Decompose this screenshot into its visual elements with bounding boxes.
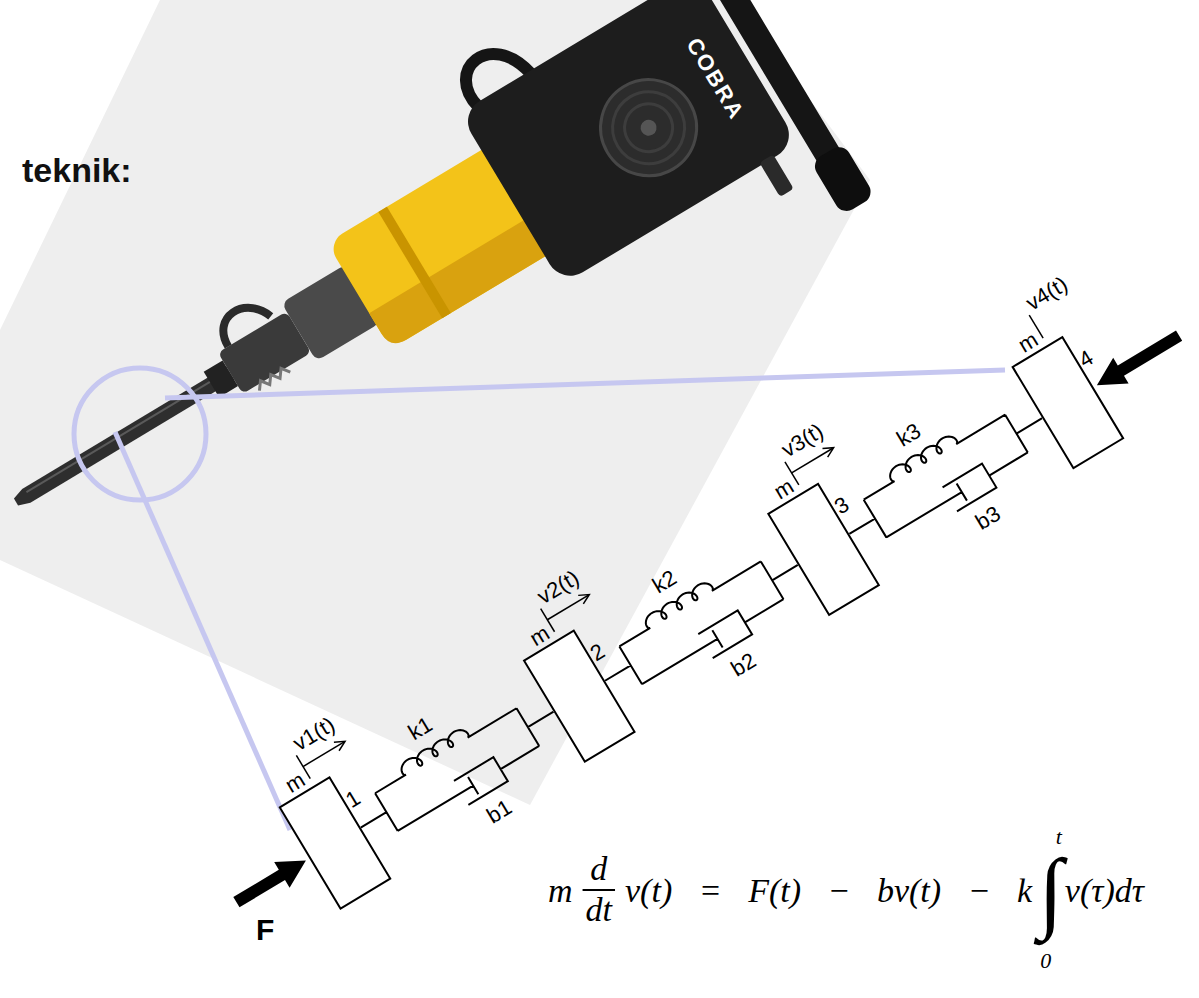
equation-term: m (548, 874, 573, 908)
retainer-latch (214, 297, 272, 347)
body-band (378, 207, 450, 318)
spring-damper-link (587, 536, 816, 712)
fan-hub (638, 117, 660, 139)
equation-term: d (590, 852, 607, 886)
latch-spring (255, 365, 290, 390)
port-number: 4 (1075, 346, 1098, 373)
zoom-circle (74, 368, 206, 500)
jackhammer-photo (0, 0, 875, 656)
equation-term: v(t) = F(t) − bv(t) − k (625, 874, 1032, 908)
damper-label: b1 (483, 795, 516, 828)
velocity-arrow-head (578, 590, 592, 604)
velocity-arrow-head (822, 443, 836, 457)
equation-term: v(τ)dτ (1065, 874, 1144, 908)
zoom-line (165, 370, 1005, 398)
throttle-lever (759, 154, 793, 197)
fan-ring (599, 78, 698, 177)
mass-block: m3 (767, 483, 880, 617)
slide-heading: teknik: (22, 150, 132, 190)
spring-damper-link (343, 683, 572, 859)
spring-label: k3 (893, 419, 925, 452)
mass-symbol: m (770, 474, 798, 504)
mass-symbol: m (1014, 327, 1042, 357)
velocity-arrow-head (334, 737, 348, 751)
chisel (12, 366, 235, 508)
integral-limit: 0 (1040, 950, 1051, 972)
chisel-highlight (26, 372, 227, 493)
zoom-line (115, 432, 290, 830)
force-label: F (256, 914, 274, 946)
mass-block: m1 (278, 776, 391, 910)
damper-label: b3 (971, 502, 1004, 535)
fraction-bar (583, 889, 615, 891)
port-number: 1 (342, 786, 365, 813)
damper-label: b2 (727, 648, 760, 681)
fan-grille (583, 62, 715, 194)
integral-limit: t (1056, 826, 1062, 848)
velocity-label: v4(t) (1022, 272, 1072, 315)
port-number: 3 (830, 492, 853, 519)
handle-grip (811, 143, 876, 216)
integral-sign: ∫ (1038, 846, 1063, 936)
spring-damper-link (832, 389, 1061, 565)
equation-term: dt (586, 893, 612, 927)
fan-ring (616, 95, 682, 161)
mass-block: m4 (1011, 336, 1124, 470)
mass-symbol: m (281, 768, 309, 798)
force-arrow (233, 861, 306, 908)
velocity-markers (296, 315, 1043, 779)
reaction-arrow (1097, 331, 1182, 386)
